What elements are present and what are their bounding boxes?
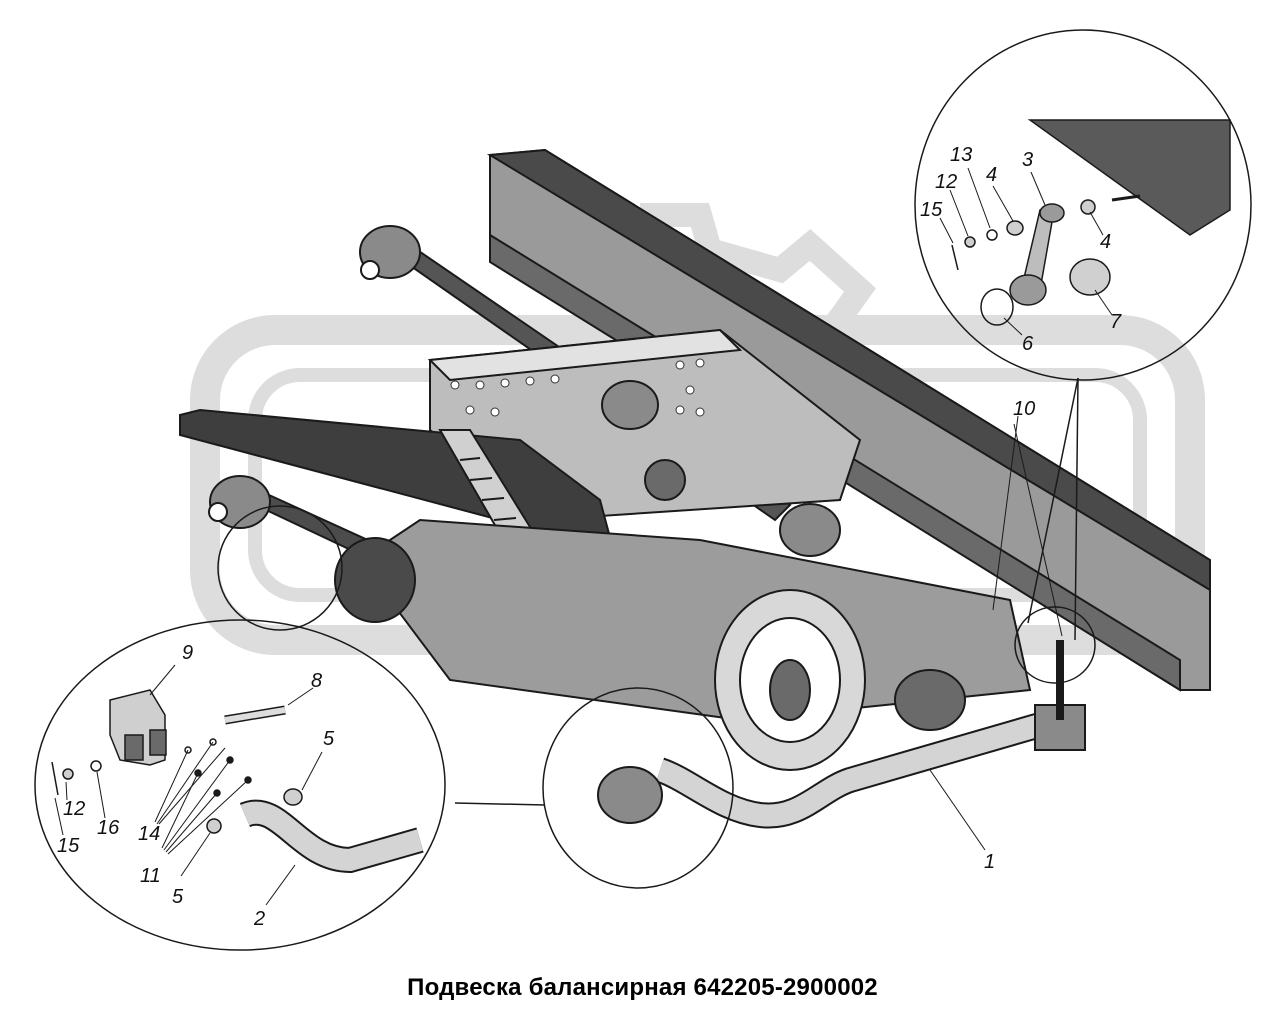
callout-5-bottom: 5: [172, 886, 184, 908]
callout-4-right: 4: [1100, 231, 1111, 253]
callout-16: 16: [97, 817, 120, 839]
callout-8: 8: [311, 670, 322, 692]
callout-13: 13: [950, 144, 972, 166]
callout-9: 9: [182, 642, 193, 664]
callout-11: 11: [140, 865, 161, 887]
detail-indicators: [34, 29, 1252, 951]
detail-top-parts: [951, 119, 1231, 326]
diagram-caption: Подвеска балансирная 642205-2900002: [407, 974, 878, 1001]
callout-labels: 13 3 12 4 15 4 7 6 10 1 9 8 5 12 16 14 1…: [57, 144, 1122, 930]
callout-12-bottom: 12: [63, 798, 85, 820]
leader-lines: [54, 167, 1113, 906]
callout-4-left: 4: [986, 164, 997, 186]
callout-14: 14: [138, 823, 160, 845]
callout-5-top: 5: [323, 728, 335, 750]
callout-15-top: 15: [920, 199, 943, 221]
callout-7: 7: [1110, 311, 1122, 333]
stabilizer-bar: [597, 640, 1086, 829]
callout-10: 10: [1013, 398, 1035, 420]
axle-housing: [334, 459, 1032, 771]
callout-15-bottom: 15: [57, 835, 80, 857]
callout-6: 6: [1022, 333, 1034, 355]
callout-2: 2: [253, 908, 265, 930]
detail-bottom-parts: [51, 689, 424, 874]
callout-1: 1: [984, 851, 995, 873]
callout-12-top: 12: [935, 171, 957, 193]
callout-3: 3: [1022, 149, 1033, 171]
